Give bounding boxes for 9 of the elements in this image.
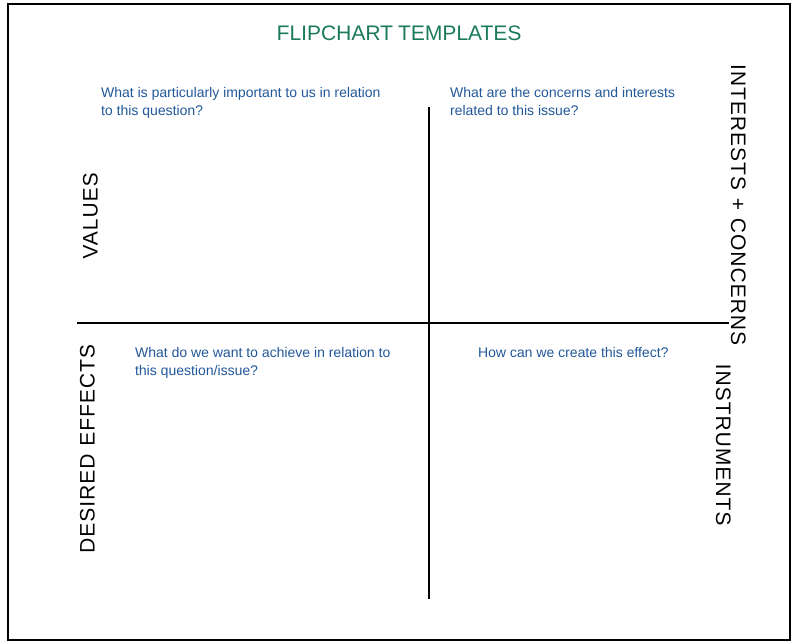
question-text: What do we want to achieve in relation to this question/issue?	[135, 343, 392, 379]
question-text: What is particularly important to us in relation to this question?	[101, 83, 382, 119]
question-text: How can we create this effect?	[478, 343, 670, 361]
quadrant-heading: DESIRED EFFECTS	[75, 343, 100, 553]
quadrant-heading: INSTRUMENTS	[710, 364, 735, 526]
quadrant-heading: VALUES	[78, 171, 104, 259]
title: FLIPCHART TEMPLATES	[276, 21, 522, 47]
quadrant-heading: INTERESTS + CONCERNS	[724, 64, 750, 346]
question-text: What are the concerns and interests related to this issue?	[450, 83, 676, 119]
